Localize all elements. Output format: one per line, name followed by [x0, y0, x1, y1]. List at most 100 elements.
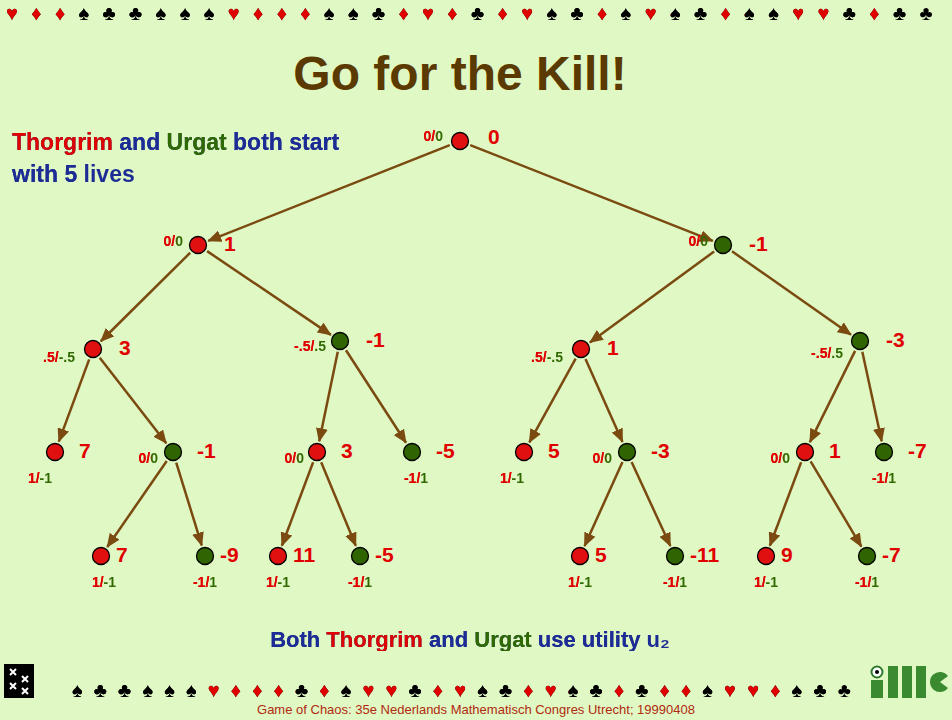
tree-arrow: [319, 352, 338, 441]
illc-logo-bar: [888, 666, 898, 698]
tree-arrow: [59, 359, 89, 441]
tree-arrow: [107, 461, 166, 547]
illc-logo-bar: [916, 666, 926, 698]
footer-credit: Game of Chaos: 35e Nederlands Mathematis…: [257, 703, 695, 716]
payoff-label: 1/-1: [266, 575, 290, 589]
tree-arrow: [590, 252, 714, 343]
value-label: 9: [781, 544, 793, 565]
node-circle: [756, 546, 776, 566]
game-node: -1/1-9: [195, 546, 215, 566]
game-node: 1/-19: [756, 546, 776, 566]
value-label: -11: [690, 544, 719, 565]
node-circle: [514, 442, 534, 462]
caption: Both Thorgrim and Urgat use utility u₂: [270, 629, 670, 651]
value-label: 7: [116, 544, 128, 565]
node-circle-shape: [197, 548, 214, 565]
node-circle: [330, 331, 350, 351]
game-node: 0/0-3: [617, 442, 637, 462]
value-label: -5: [436, 440, 455, 461]
payoff-label: -.5/.5: [811, 346, 843, 360]
game-node: 0/00: [450, 131, 470, 151]
payoff-label: 0/0: [424, 129, 443, 143]
value-label: -3: [651, 440, 670, 461]
node-circle-shape: [47, 444, 64, 461]
node-circle-shape: [352, 548, 369, 565]
value-label: -1: [197, 440, 216, 461]
game-node: -1/1-7: [874, 442, 894, 462]
tree-arrow: [585, 359, 622, 442]
value-label: 5: [595, 544, 607, 565]
node-circle: [91, 546, 111, 566]
game-node: 1/-15: [570, 546, 590, 566]
game-node: .5/-.51: [571, 339, 591, 359]
node-circle: [665, 546, 685, 566]
payoff-label: 1/-1: [92, 575, 116, 589]
uva-logo-crosses: [10, 669, 28, 694]
tree-arrow: [862, 352, 881, 442]
payoff-label: -1/1: [663, 575, 687, 589]
node-circle: [350, 546, 370, 566]
payoff-label: -1/1: [193, 575, 217, 589]
node-circle: [570, 546, 590, 566]
tree-arrow: [811, 461, 862, 546]
value-label: 7: [79, 440, 91, 461]
node-circle-shape: [758, 548, 775, 565]
node-circle: [195, 546, 215, 566]
illc-logo-eye: [872, 667, 883, 678]
node-circle: [571, 339, 591, 359]
illc-logo: [871, 666, 948, 698]
suit-band: ♥♦♦♠♣♣♠♠♠♥♦♦♦♠♠♣♦♥♦♣♦♥♠♣♦♠♥♠♣♦♠♠♥♥♣♦♣♣: [6, 3, 946, 23]
game-node: 0/0-1: [713, 235, 733, 255]
tree-arrow: [346, 350, 406, 443]
node-circle: [857, 546, 877, 566]
tree-arrow: [101, 253, 190, 342]
value-label: 11: [293, 544, 315, 565]
value-label: 3: [119, 337, 131, 358]
title: Go for the Kill!: [293, 50, 626, 98]
game-node: -1/1-5: [402, 442, 422, 462]
tree-arrow: [176, 463, 202, 546]
tree-arrow: [470, 145, 713, 241]
node-circle-shape: [93, 548, 110, 565]
value-label: 1: [224, 233, 236, 254]
node-circle-shape: [309, 444, 326, 461]
payoff-label: -1/1: [855, 575, 879, 589]
game-node: -1/1-7: [857, 546, 877, 566]
tree-arrow: [770, 462, 801, 545]
node-circle: [163, 442, 183, 462]
game-node: 0/03: [307, 442, 327, 462]
node-circle: [188, 235, 208, 255]
value-label: 0: [488, 126, 500, 147]
illc-logo-bar: [871, 680, 883, 698]
game-node: 1/-17: [91, 546, 111, 566]
node-circle: [307, 442, 327, 462]
value-label: 3: [341, 440, 353, 461]
node-circle-shape: [85, 341, 102, 358]
node-circle: [402, 442, 422, 462]
illc-logo-pupil: [875, 670, 879, 674]
payoff-label: -1/1: [348, 575, 372, 589]
node-circle: [450, 131, 470, 151]
node-circle: [874, 442, 894, 462]
node-circle-shape: [452, 133, 469, 150]
value-label: -9: [220, 544, 239, 565]
game-node: -1/1-11: [665, 546, 685, 566]
node-circle-shape: [876, 444, 893, 461]
node-circle-shape: [404, 444, 421, 461]
game-node: 1/-17: [45, 442, 65, 462]
value-label: -7: [882, 544, 901, 565]
illc-logo-bar: [902, 666, 912, 698]
payoff-label: .5/-.5: [531, 350, 563, 364]
game-node: 1/-15: [514, 442, 534, 462]
value-label: 1: [829, 440, 841, 461]
node-circle: [83, 339, 103, 359]
suit-band: ♠♣♣♠♠♠♥♦♦♦♣♦♠♥♥♣♦♥♠♣♦♥♠♣♦♣♦♦♠♥♥♦♠♣♣: [72, 680, 862, 700]
node-circle-shape: [667, 548, 684, 565]
game-node: -.5/.5-3: [850, 331, 870, 351]
value-label: -7: [908, 440, 927, 461]
payoff-label: 1/-1: [500, 471, 524, 485]
value-label: -5: [375, 544, 394, 565]
node-circle: [45, 442, 65, 462]
tree-arrow: [100, 358, 167, 444]
